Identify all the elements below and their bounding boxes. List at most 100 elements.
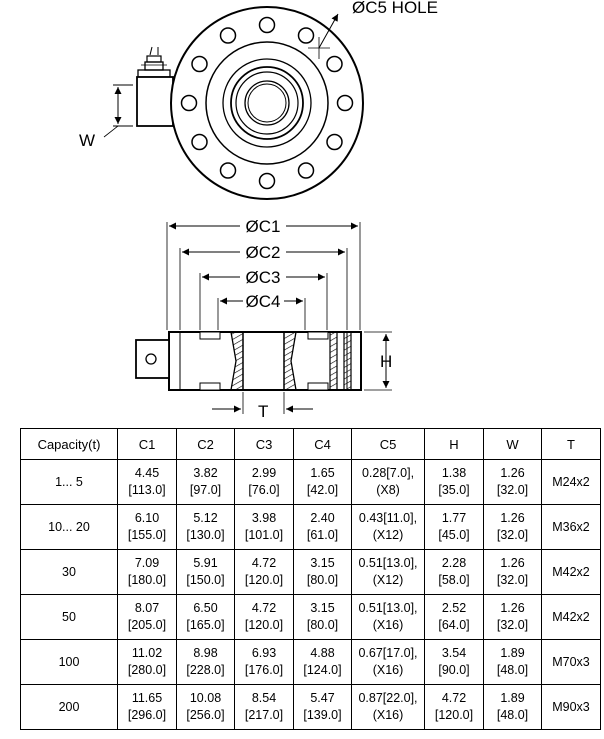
bolt-holes: [180, 16, 354, 190]
c2-value: 6.50: [193, 601, 218, 615]
c4-value: [80.0]: [306, 618, 339, 632]
c1-value: [155.0]: [127, 528, 167, 542]
w-cell: 1.26[32.0]: [483, 504, 542, 550]
c4-cell: 2.40[61.0]: [293, 504, 352, 550]
capacity-cell: 1... 5: [20, 459, 118, 505]
hole-label: ØC5 HOLE: [352, 0, 438, 17]
h-value: 4.72: [441, 691, 467, 705]
h-cell: 4.72 [120.0]: [424, 684, 484, 730]
c1-value: [113.0]: [128, 483, 166, 497]
c4-value: [124.0]: [303, 663, 342, 677]
c4-cell: 3.15 [80.0]: [293, 594, 352, 640]
h-value: 3.54: [441, 646, 467, 660]
c5-value: 0.43[11.0],: [358, 511, 418, 525]
h-value: [90.0]: [438, 663, 470, 677]
c2-value: [256.0]: [186, 708, 225, 722]
h-cell: 1.38[35.0]: [424, 459, 484, 505]
c4-value: 2.40: [310, 511, 335, 525]
c5-cell: 0.51[13.0],(X12): [351, 549, 425, 595]
w-cell: 1.26 [32.0]: [483, 594, 542, 640]
bolt-hole: [219, 27, 237, 44]
w-value: 1.26: [500, 601, 525, 615]
w-cell: 1.89 [48.0]: [483, 639, 542, 685]
column-header: W: [483, 428, 542, 460]
c1-value: 6.10: [134, 511, 160, 525]
h-value: 2.28: [441, 556, 467, 570]
c4-cell: 5.47[139.0]: [293, 684, 352, 730]
c1-value: 7.09: [134, 556, 160, 570]
w-value: [48.0]: [496, 663, 529, 677]
c4-value: 1.65: [310, 466, 335, 480]
capacity-cell: 50: [20, 594, 118, 640]
bolt-hole: [219, 162, 237, 179]
c3-value: [76.0]: [248, 483, 280, 497]
c1-value: [280.0]: [127, 663, 167, 677]
bolt-hole: [297, 162, 315, 179]
c2-cell: 10.08[256.0]: [176, 684, 235, 730]
c3-value: [176.0]: [244, 663, 284, 677]
c2-value: 3.82: [193, 466, 218, 480]
c3-dimension-label: ØC3: [246, 268, 281, 287]
c1-cell: 4.45[113.0]: [117, 459, 177, 505]
c2-value: 5.12: [193, 511, 218, 525]
c1-cell: 8.07[205.0]: [117, 594, 177, 640]
top-view: [103, 6, 364, 200]
h-dimension-label: H: [380, 352, 392, 371]
h-cell: 3.54 [90.0]: [424, 639, 484, 685]
column-header: C1: [117, 428, 177, 460]
c4-value: 3.15: [310, 601, 335, 615]
w-value: 1.89: [500, 646, 525, 660]
c2-value: 8.98: [193, 646, 218, 660]
c1-cell: 7.09 [180.0]: [117, 549, 177, 595]
c3-cell: 6.93 [176.0]: [234, 639, 294, 685]
c3-value: 8.54: [251, 691, 277, 705]
h-value: [45.0]: [438, 528, 470, 542]
h-cell: 2.52[64.0]: [424, 594, 484, 640]
c2-cell: 5.91[150.0]: [176, 549, 235, 595]
c1-value: [180.0]: [127, 573, 167, 587]
c3-cell: 2.99 [76.0]: [234, 459, 294, 505]
bolt-hole: [326, 133, 343, 151]
c5-value: 0.28[7.0],: [361, 466, 415, 480]
c2-value: 5.91: [193, 556, 218, 570]
w-value: [32.0]: [496, 573, 529, 587]
c2-value: [228.0]: [186, 663, 225, 677]
w-value: 1.26: [500, 511, 525, 525]
c5-value: (X16): [372, 618, 404, 632]
capacity-cell: 30: [20, 549, 118, 595]
c5-value: 0.51[13.0],: [358, 556, 418, 570]
c4-value: 4.88: [310, 646, 335, 660]
c3-value: [101.0]: [244, 528, 284, 542]
column-header: Capacity(t): [20, 428, 118, 460]
c2-cell: 5.12[130.0]: [176, 504, 235, 550]
w-cell: 1.89[48.0]: [483, 684, 542, 730]
bolt-hole: [336, 94, 354, 112]
bolt-hole: [191, 55, 208, 73]
column-header: H: [424, 428, 484, 460]
c3-value: 2.99: [251, 466, 277, 480]
c4-cell: 3.15[80.0]: [293, 549, 352, 595]
w-value: [32.0]: [496, 618, 529, 632]
h-value: 1.38: [441, 466, 467, 480]
h-value: [120.0]: [434, 708, 474, 722]
column-header: C3: [234, 428, 294, 460]
w-cell: 1.26[32.0]: [483, 459, 542, 505]
c3-value: 6.93: [251, 646, 277, 660]
column-header: T: [541, 428, 601, 460]
c2-cell: 8.98 [228.0]: [176, 639, 235, 685]
c1-dimension-label: ØC1: [246, 217, 281, 236]
c3-cell: 4.72[120.0]: [234, 549, 294, 595]
w-value: [32.0]: [496, 483, 529, 497]
c5-cell: 0.43[11.0],(X12): [351, 504, 425, 550]
c3-cell: 8.54[217.0]: [234, 684, 294, 730]
c2-value: [97.0]: [189, 483, 222, 497]
c5-value: 0.87[22.0],: [358, 691, 418, 705]
bolt-hole: [326, 55, 343, 73]
c1-value: 11.02: [131, 646, 163, 660]
